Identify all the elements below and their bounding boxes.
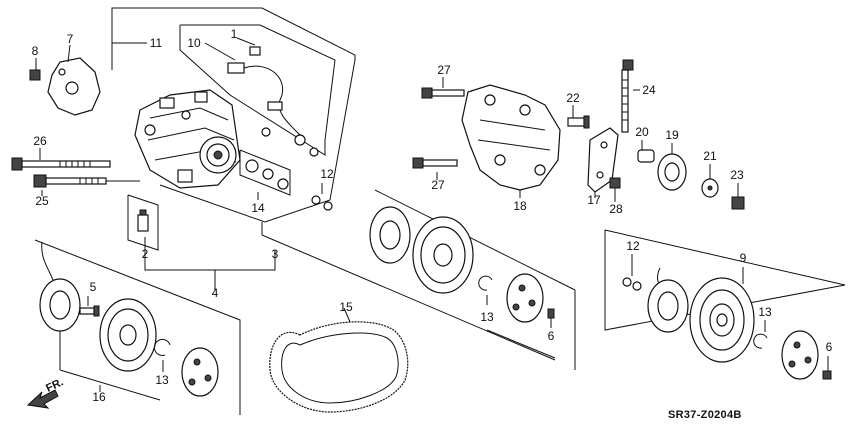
- cover-bracket-7: [47, 44, 101, 116]
- callout-25: 25: [35, 194, 49, 208]
- armature-plate-mid: [506, 273, 544, 323]
- bolt-6-right: [822, 356, 832, 380]
- callout-23: 23: [730, 168, 744, 182]
- callout-12-lower: 12: [626, 239, 640, 253]
- pulley-mid: [412, 216, 474, 294]
- callout-12-upper: 12: [320, 167, 334, 181]
- bolt-26: [11, 148, 111, 171]
- callout-20: 20: [635, 125, 649, 139]
- bolt-27-upper: [421, 77, 465, 99]
- wire-harness: [227, 46, 319, 157]
- harness-subgroup-box: [179, 24, 336, 156]
- nut-23: [731, 183, 745, 210]
- spacer-20: [637, 140, 655, 163]
- field-coil-16: [39, 241, 81, 332]
- callout-14: 14: [251, 201, 265, 215]
- callout-6-right: 6: [826, 340, 833, 354]
- bolt-27-lower: [412, 157, 458, 180]
- callout-2: 2: [142, 247, 149, 261]
- callout-27-lower: 27: [431, 178, 445, 192]
- diagram-code: SR37-Z0204B: [668, 409, 742, 421]
- callout-22: 22: [566, 91, 580, 105]
- field-coil-mid: [369, 206, 411, 264]
- fr-label: FR.: [44, 376, 65, 394]
- adjust-bolt-24: [621, 59, 640, 133]
- nut-28: [609, 177, 621, 202]
- armature-plate-right: [781, 330, 819, 380]
- pulley-lower-left: [99, 298, 157, 372]
- clutch-set-box-9: [604, 229, 846, 331]
- pulley-9: [689, 277, 755, 363]
- callout-8: 8: [32, 44, 39, 58]
- washer-21: [701, 164, 719, 198]
- callout-13-right: 13: [758, 305, 772, 319]
- bolt-25: [33, 174, 140, 196]
- compressor-body: [134, 89, 241, 189]
- field-coil-9: [647, 267, 689, 333]
- idler-pulley-19: [657, 143, 687, 191]
- seal-kit-14: [239, 149, 291, 200]
- bolt-8: [29, 58, 41, 81]
- adjuster-plate-17: [587, 127, 619, 198]
- callout-26: 26: [33, 134, 47, 148]
- o-rings-12-upper: [311, 183, 333, 211]
- o-rings-12-lower: [622, 254, 642, 291]
- callout-3: 3: [272, 247, 279, 261]
- callout-10: 10: [187, 36, 201, 50]
- callout-13-mid: 13: [480, 310, 494, 324]
- callout-9: 9: [740, 251, 747, 265]
- drive-belt-15: [269, 307, 409, 413]
- callout-28: 28: [609, 202, 623, 216]
- bolt-5: [79, 296, 100, 317]
- callout-7: 7: [67, 32, 74, 46]
- callout-11: 11: [150, 36, 163, 50]
- clutch-set-mid-box: [374, 189, 576, 370]
- callout-24: 24: [642, 83, 656, 97]
- bolt-22: [567, 105, 590, 129]
- snap-ring-13-lower-left: [153, 339, 171, 372]
- relief-valve-2: [127, 194, 159, 251]
- clutch-set-box-16: [34, 239, 241, 415]
- callout-21: 21: [703, 149, 717, 163]
- bolt-6-mid: [547, 308, 555, 328]
- leader-line: [486, 329, 556, 359]
- armature-plate-lower-left: [181, 347, 219, 397]
- callout-5: 5: [90, 280, 97, 294]
- snap-ring-13-mid: [478, 275, 493, 305]
- callout-13-lower-left: 13: [155, 373, 169, 387]
- callout-6-mid: 6: [548, 329, 555, 343]
- callout-16: 16: [92, 390, 106, 404]
- callout-18: 18: [513, 199, 527, 213]
- callout-19: 19: [665, 128, 679, 142]
- callout-27-upper: 27: [437, 63, 451, 77]
- mounting-bracket-18: [461, 84, 561, 198]
- compressor-group-box: [111, 7, 556, 361]
- callout-4: 4: [212, 286, 219, 300]
- callout-1: 1: [231, 27, 238, 41]
- front-direction-arrow: FR.: [26, 376, 65, 409]
- callout-15: 15: [339, 300, 353, 314]
- callout-17: 17: [587, 193, 601, 207]
- snap-ring-13-right: [753, 320, 768, 349]
